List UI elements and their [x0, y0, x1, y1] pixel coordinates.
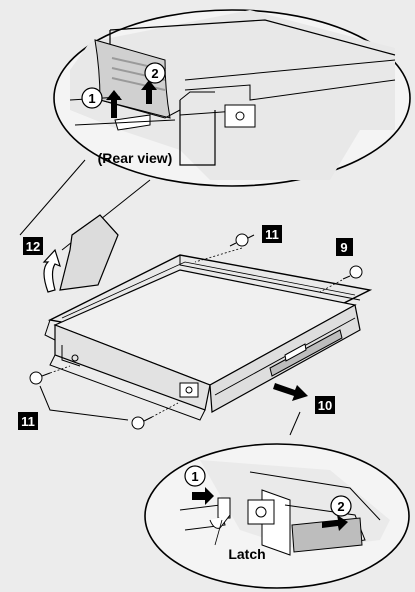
step-2-label: 2 — [337, 499, 344, 514]
callout-9: 9 — [336, 238, 353, 256]
step-2-marker — [144, 62, 166, 84]
step-1-marker — [184, 465, 206, 487]
callout-11-top: 11 — [262, 225, 282, 243]
step-1-label: 1 — [191, 469, 198, 484]
step-2-label: 2 — [151, 66, 158, 81]
callout-11-left: 11 — [18, 412, 38, 430]
svg-text:12: 12 — [26, 239, 40, 254]
step-1-marker — [81, 87, 103, 109]
latch-label: Latch — [228, 546, 265, 562]
pull-out-arrow-icon — [322, 515, 348, 531]
screw-icon — [194, 233, 255, 263]
step-1-label: 1 — [88, 91, 95, 106]
screw-icon — [131, 402, 179, 430]
step-2-marker — [330, 495, 352, 517]
screw-icon — [29, 365, 71, 385]
svg-text:11: 11 — [21, 414, 35, 429]
callout-12: 12 — [23, 237, 43, 255]
callout-10: 10 — [315, 396, 335, 414]
rear-view-caption: (Rear view) — [98, 150, 173, 166]
latch — [217, 497, 231, 519]
slide-out-arrow-icon — [273, 383, 308, 401]
screw-icon — [319, 265, 363, 293]
svg-text:9: 9 — [340, 240, 347, 255]
lift-arrow-icon — [42, 248, 61, 293]
svg-text:10: 10 — [318, 398, 332, 413]
push-latch-arrow-icon — [192, 487, 214, 505]
diskette-drive — [29, 214, 373, 430]
latch-detail: 1 2 Latch — [144, 411, 410, 589]
rear-view-detail: 1 2 (Rear view) — [19, 9, 411, 251]
svg-text:11: 11 — [265, 227, 279, 242]
